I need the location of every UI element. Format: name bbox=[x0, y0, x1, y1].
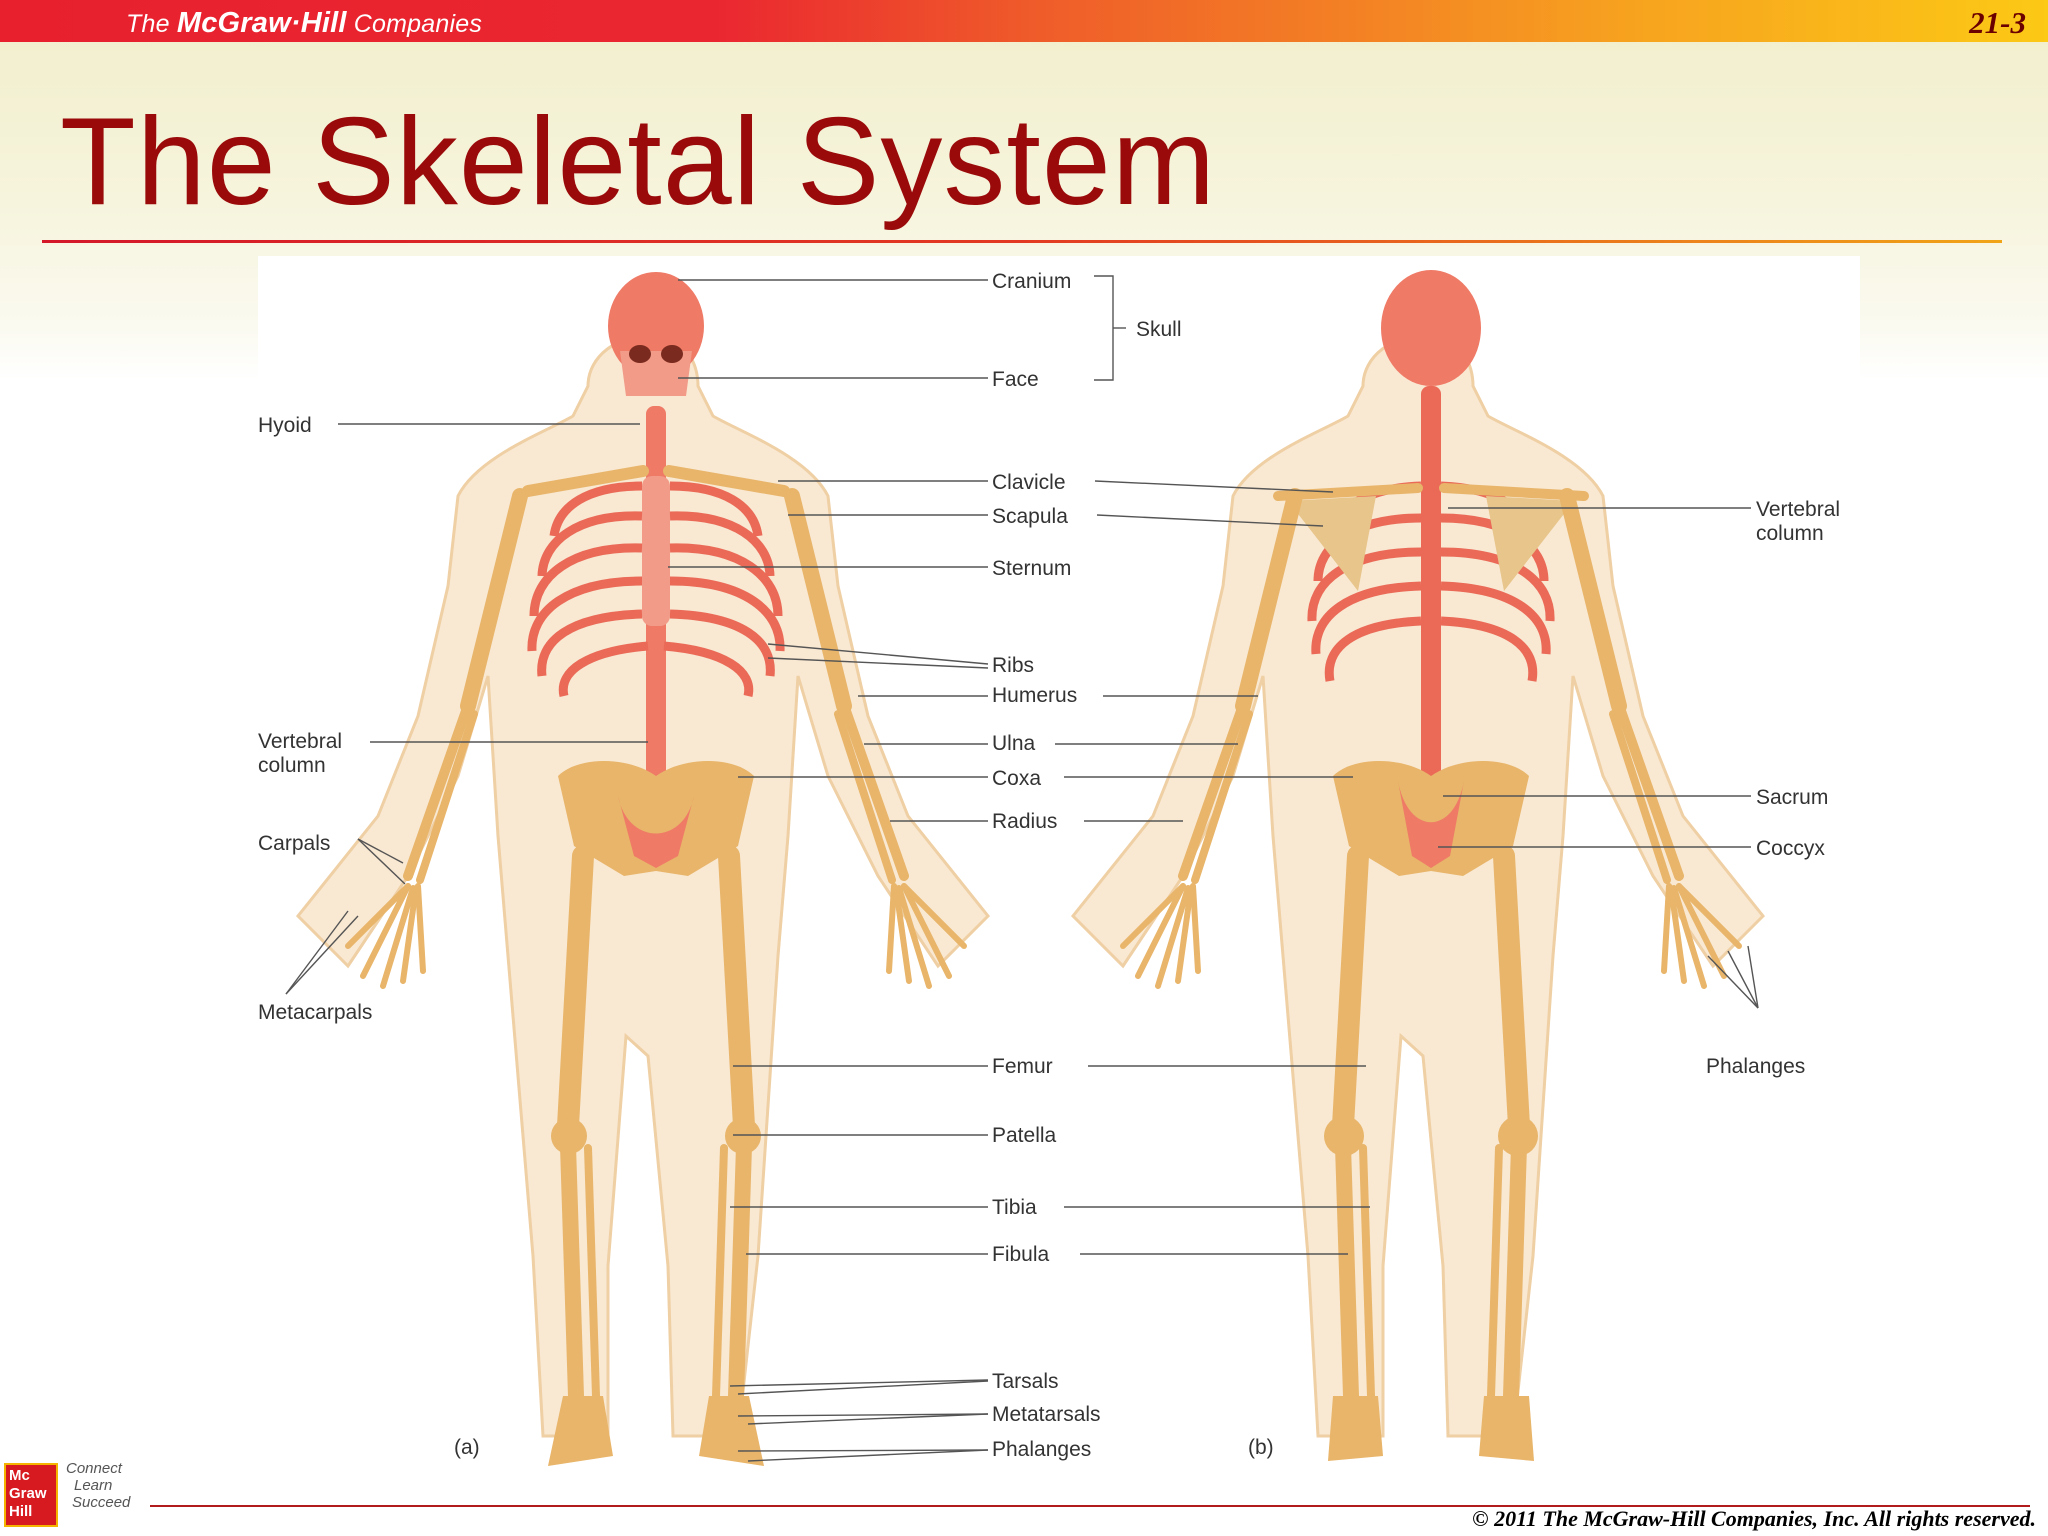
label-fibula: Fibula bbox=[992, 1243, 1050, 1266]
label-cranium: Cranium bbox=[992, 270, 1071, 293]
logo-tagline: Connect Learn Succeed bbox=[66, 1460, 130, 1511]
eye-socket-left bbox=[629, 345, 651, 363]
label-femur: Femur bbox=[992, 1055, 1053, 1078]
tagline-learn: Learn bbox=[74, 1477, 113, 1494]
legs-a bbox=[557, 845, 755, 1404]
hands-a bbox=[345, 883, 967, 989]
label-vertebral-column-left-1: Vertebral bbox=[258, 730, 342, 753]
sacrum-a bbox=[618, 796, 694, 868]
patella-left-a bbox=[551, 1118, 587, 1154]
panel-label-b: (b) bbox=[1248, 1436, 1274, 1459]
tagline-connect: Connect bbox=[66, 1460, 122, 1477]
bone-labels: Cranium Skull Face Hyoid Clavicle Scapul… bbox=[258, 270, 1840, 1461]
mcgraw-hill-logo: Mc Graw Hill Connect Learn Succeed bbox=[4, 1460, 154, 1532]
clavicle-left-a bbox=[522, 465, 649, 497]
panel-label-a: (a) bbox=[454, 1436, 480, 1459]
label-coxa: Coxa bbox=[992, 767, 1041, 790]
label-scapula: Scapula bbox=[992, 505, 1068, 528]
title-divider bbox=[42, 240, 2002, 243]
label-metatarsals: Metatarsals bbox=[992, 1403, 1101, 1426]
label-clavicle: Clavicle bbox=[992, 471, 1066, 494]
hands-b bbox=[1120, 883, 1742, 989]
label-sternum: Sternum bbox=[992, 557, 1071, 580]
brand-logo: The McGraw·Hill Companies bbox=[126, 7, 482, 40]
label-ribs: Ribs bbox=[992, 654, 1034, 677]
foot-left-a bbox=[548, 1396, 613, 1466]
leader-lines bbox=[285, 275, 1759, 1462]
vertebral-column-b bbox=[1421, 386, 1441, 856]
pelvis-a bbox=[558, 761, 754, 876]
sternum-a bbox=[642, 476, 670, 626]
header-bar: The McGraw·Hill Companies 21-3 bbox=[0, 0, 2048, 42]
label-face: Face bbox=[992, 368, 1039, 391]
scapula-right-b bbox=[1486, 496, 1574, 591]
label-tarsals: Tarsals bbox=[992, 1370, 1059, 1393]
label-patella: Patella bbox=[992, 1124, 1057, 1147]
label-hyoid: Hyoid bbox=[258, 414, 312, 437]
slide-number: 21-3 bbox=[1969, 5, 2026, 40]
slide-title: The Skeletal System bbox=[60, 93, 1217, 231]
label-vertebral-column-right-2: column bbox=[1756, 522, 1824, 545]
anterior-skeleton bbox=[295, 272, 991, 1466]
label-carpals: Carpals bbox=[258, 832, 330, 855]
logo-mark-line-2: Graw bbox=[9, 1485, 47, 1502]
footer-divider bbox=[150, 1505, 2030, 1507]
sacrum-b bbox=[1398, 781, 1464, 868]
tagline-succeed: Succeed bbox=[72, 1494, 131, 1511]
foot-right-b bbox=[1479, 1396, 1534, 1461]
logo-mark-line-3: Hill bbox=[9, 1503, 33, 1520]
eye-socket-right bbox=[661, 345, 683, 363]
patella-right-a bbox=[725, 1118, 761, 1154]
label-phalanges-hand: Phalanges bbox=[1706, 1055, 1805, 1078]
label-phalanges-foot: Phalanges bbox=[992, 1438, 1091, 1461]
logo-mark: Mc Graw Hill bbox=[4, 1463, 58, 1527]
knee-left-b bbox=[1324, 1116, 1364, 1156]
legs-b bbox=[1332, 845, 1530, 1404]
foot-right-a bbox=[699, 1396, 764, 1466]
label-coccyx: Coccyx bbox=[1756, 837, 1825, 860]
label-radius: Radius bbox=[992, 810, 1057, 833]
brand-suffix: Companies bbox=[353, 10, 483, 38]
cranium-b bbox=[1381, 270, 1481, 386]
skeleton-illustration: Cranium Skull Face Hyoid Clavicle Scapul… bbox=[258, 270, 1840, 1466]
copyright-notice: © 2011 The McGraw-Hill Companies, Inc. A… bbox=[1472, 1506, 2036, 1531]
skeleton-figure: Cranium Skull Face Hyoid Clavicle Scapul… bbox=[258, 256, 1860, 1488]
brand-prefix: The bbox=[126, 10, 170, 38]
label-tibia: Tibia bbox=[992, 1196, 1037, 1219]
foot-left-b bbox=[1328, 1396, 1383, 1461]
label-sacrum: Sacrum bbox=[1756, 786, 1828, 809]
body-outline-b bbox=[1070, 334, 1766, 1438]
label-humerus: Humerus bbox=[992, 684, 1077, 707]
label-vertebral-column-right-1: Vertebral bbox=[1756, 498, 1840, 521]
label-vertebral-column-left-2: column bbox=[258, 754, 326, 777]
label-skull: Skull bbox=[1136, 318, 1182, 341]
clavicle-right-a bbox=[663, 465, 790, 497]
knee-right-b bbox=[1498, 1116, 1538, 1156]
scapula-left-b bbox=[1288, 496, 1376, 591]
arms-b bbox=[1178, 488, 1684, 884]
label-metacarpals: Metacarpals bbox=[258, 1001, 372, 1024]
label-ulna: Ulna bbox=[992, 732, 1036, 755]
brand-name: McGraw·Hill bbox=[176, 7, 347, 39]
posterior-skeleton bbox=[1070, 270, 1766, 1461]
logo-mark-line-1: Mc bbox=[9, 1467, 30, 1484]
